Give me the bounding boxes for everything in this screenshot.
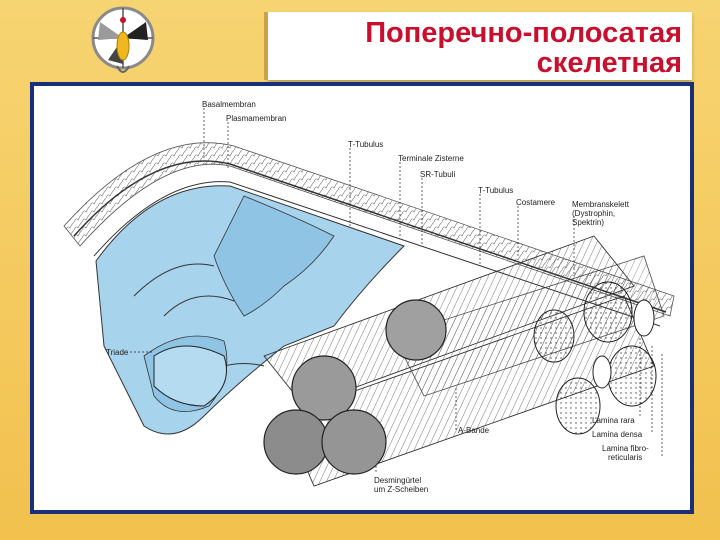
label-t-tubulus-2: T-Tubulus	[478, 186, 514, 195]
label-terminale-zisterne: Terminale Zisterne	[398, 154, 464, 163]
label-lamina-rara: Lamina rara	[592, 416, 635, 425]
figure-frame: Basalmembran Plasmamembran T-Tubulus Ter…	[30, 82, 694, 514]
emblem-icon	[86, 0, 160, 82]
label-costamere: Costamere	[516, 198, 556, 207]
muscle-fiber-diagram: Basalmembran Plasmamembran T-Tubulus Ter…	[34, 86, 690, 510]
title-line-1: Поперечно-полосатая	[365, 17, 682, 49]
label-membranskelett: Membranskelett	[572, 200, 629, 209]
label-a-bande: A-Bande	[458, 426, 490, 435]
label-sr-tubuli: SR-Tubuli	[420, 170, 456, 179]
label-membranskelett-detail-1: (Dystrophin,	[572, 209, 616, 218]
label-lamina-densa: Lamina densa	[592, 430, 643, 439]
slide-title: Поперечно-полосатая скелетная	[268, 12, 692, 80]
label-lamina-fibro-2: reticularis	[608, 453, 643, 462]
label-desmingurtel-1: Desmingürtel	[374, 476, 422, 485]
label-membranskelett-detail-2: Spektrin)	[572, 218, 605, 227]
label-lamina-fibro-1: Lamina fibro-	[602, 444, 649, 453]
label-basalmembran: Basalmembran	[202, 100, 256, 109]
label-desmingurtel-2: um Z-Scheiben	[374, 485, 429, 494]
muscle-fiber-illustration	[63, 108, 675, 487]
label-triade: Triade	[106, 348, 129, 357]
label-plasmamembran: Plasmamembran	[226, 114, 287, 123]
title-line-2: скелетная	[536, 47, 682, 79]
label-t-tubulus-1: T-Tubulus	[348, 140, 384, 149]
